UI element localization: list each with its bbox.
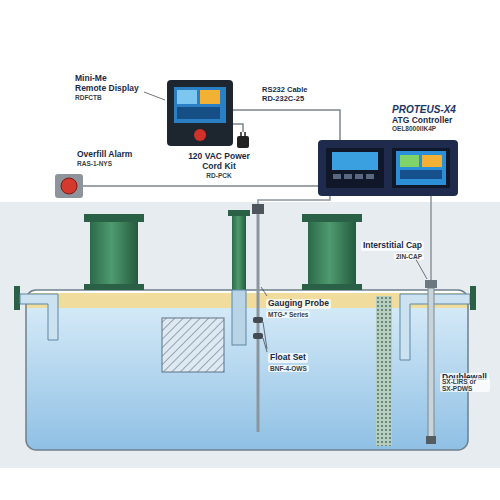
atg-controller-part	[422, 155, 442, 167]
power-cord-plug-part	[237, 136, 249, 148]
remote-display-part	[177, 107, 220, 119]
manway	[90, 222, 138, 285]
ground	[0, 202, 500, 468]
interstitial-riser	[426, 436, 436, 444]
vent-pipe	[228, 210, 250, 216]
baffle-wall	[376, 296, 392, 446]
leader-line	[144, 92, 165, 100]
remote-display-part	[177, 90, 197, 104]
part-name: Gauging Probe	[266, 299, 331, 309]
overfill-alarm-shape	[55, 174, 83, 198]
coalescer-pack	[162, 318, 224, 372]
node-label-group: PROTEUS-X4ATG ControllerOEL8000IIK4P	[392, 104, 482, 133]
remote-display: Mini-Me Remote DisplayRDFCTB	[167, 80, 233, 146]
outlet-pipe	[470, 286, 476, 310]
label-slot: Interstitial Cap	[348, 234, 424, 252]
interstitial-riser	[428, 288, 434, 440]
overfill-alarm-part	[61, 178, 77, 194]
label-slot: SX-LIRS or SX-PDWS	[440, 377, 490, 395]
atg-controller-part	[400, 155, 419, 167]
power-cord-plug-shape	[237, 132, 249, 148]
manway	[84, 284, 144, 290]
part-name: Float Set	[268, 353, 308, 363]
sensor-wire	[258, 196, 330, 204]
part-number: 2IN-CAP	[394, 253, 424, 260]
outlet-pipe	[400, 294, 470, 360]
cable-label: RS232 Cable RD-232C-25	[262, 86, 318, 103]
remote-display-part	[167, 80, 233, 146]
part-number: OEL8000IIK4P	[392, 125, 482, 132]
signal-wire	[233, 124, 243, 132]
remote-display-part	[194, 129, 206, 141]
remote-display-shape	[167, 80, 233, 146]
part-number: RDFCTB	[75, 94, 139, 101]
part-number: RD-PCK	[179, 172, 259, 179]
node-label-group: Overfill AlarmRAS-1-NYS	[77, 150, 149, 167]
atg-controller-part	[366, 174, 374, 179]
part-number: RAS-1-NYS	[77, 160, 149, 167]
part-number: SX-LIRS or SX-PDWS	[440, 378, 490, 393]
manway	[302, 284, 362, 290]
atg-controller-part	[332, 152, 378, 170]
manway	[84, 214, 144, 222]
sensor-wire	[258, 196, 431, 280]
node-label-group: 120 VAC Power Cord KitRD-PCK	[179, 152, 259, 179]
atg-controller-part	[326, 148, 384, 188]
device-name: 120 VAC Power Cord Kit	[179, 152, 259, 172]
signal-wire	[233, 110, 340, 140]
part-number: MTG-* Series	[266, 311, 310, 318]
gauging-probe	[253, 333, 263, 339]
atg-controller-part	[318, 140, 458, 196]
atg-controller-part	[333, 174, 341, 179]
vent-pipe	[228, 210, 250, 345]
atg-controller: PROTEUS-X4ATG ControllerOEL8000IIK4P	[318, 140, 458, 196]
outlet-pipe	[400, 286, 476, 360]
atg-controller-shape	[318, 140, 458, 196]
gauging-probe	[252, 204, 264, 432]
overfill-alarm-part	[55, 174, 83, 198]
vent-pipe	[232, 216, 246, 290]
manway	[308, 222, 356, 285]
signal-wire	[83, 185, 318, 187]
power-cord-plug: 120 VAC Power Cord KitRD-PCK	[237, 132, 249, 148]
label-slot: Gauging Probe	[266, 292, 338, 310]
manway	[302, 214, 362, 290]
atg-controller-part	[396, 151, 446, 185]
interstitial-riser	[425, 280, 437, 444]
coalescer-pack	[162, 318, 224, 372]
device-name: PROTEUS-X4	[392, 104, 482, 116]
leader-line	[261, 287, 267, 296]
manway	[302, 214, 362, 222]
gauging-probe	[253, 317, 263, 323]
part-name: Interstitial Cap	[361, 241, 424, 251]
manway	[84, 214, 144, 290]
sensor-wire	[430, 196, 432, 280]
device-name: Mini-Me Remote Display	[75, 74, 139, 94]
gauging-probe	[252, 204, 264, 214]
interstitial-riser	[425, 280, 437, 288]
node-label-group: Mini-Me Remote DisplayRDFCTB	[75, 74, 139, 101]
overfill-alarm: Overfill AlarmRAS-1-NYS	[55, 174, 83, 198]
device-name: Overfill Alarm	[77, 150, 149, 160]
inlet-pipe	[14, 286, 20, 310]
coalescer-pack	[162, 318, 224, 372]
leader-line	[263, 338, 267, 352]
remote-display-part	[174, 87, 226, 123]
inlet-pipe	[14, 286, 58, 340]
device-name: ATG Controller	[392, 116, 482, 126]
atg-controller-part	[355, 174, 363, 179]
atg-controller-part	[392, 148, 450, 188]
cable-label-slot: RS232 Cable RD-232C-25	[262, 86, 318, 103]
label-slot: Float Set	[268, 346, 324, 364]
baffle-wall	[376, 296, 392, 446]
part-number: BNF-4-OWS	[268, 365, 309, 372]
atg-controller-part	[400, 170, 442, 179]
inlet-pipe	[20, 294, 58, 340]
vent-pipe	[232, 290, 246, 345]
atg-controller-part	[344, 174, 352, 179]
remote-display-part	[200, 90, 220, 104]
baffle-wall	[376, 296, 392, 446]
